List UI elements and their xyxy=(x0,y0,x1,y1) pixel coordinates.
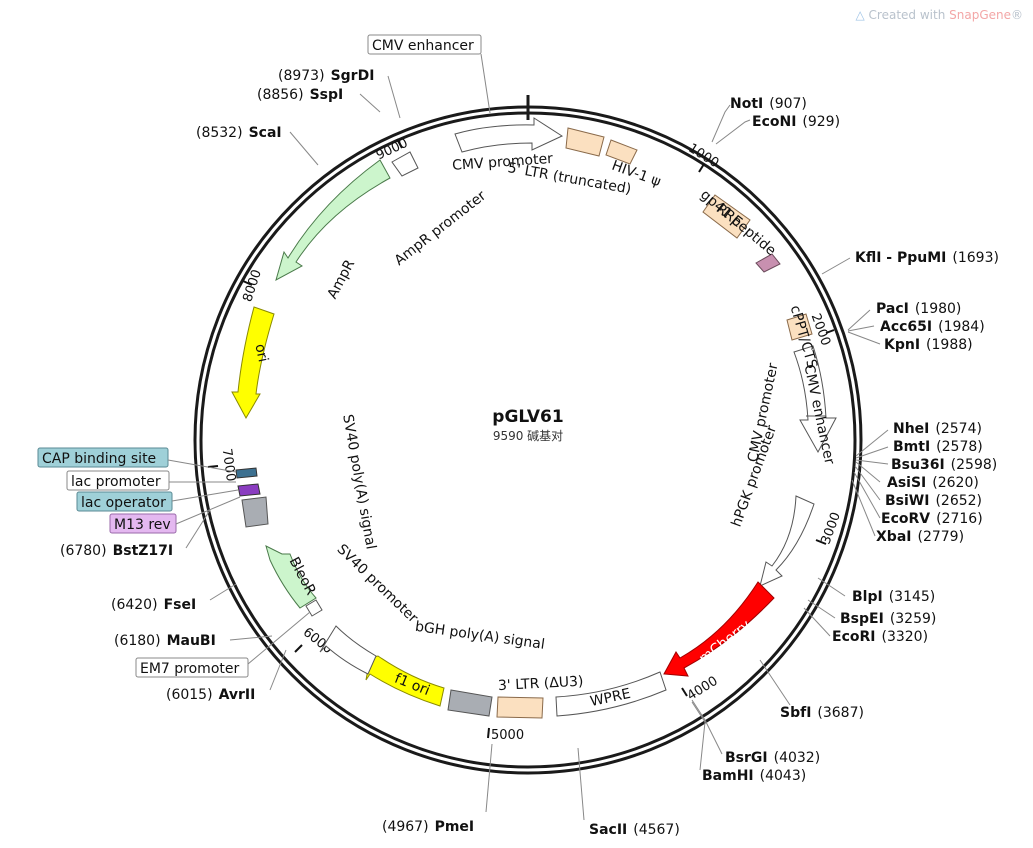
m13-rev-box: M13 rev xyxy=(109,496,241,534)
site-sacii: SacII(4567) xyxy=(589,822,680,838)
ampr-label: AmpR xyxy=(325,257,359,302)
watermark-prefix: Created with xyxy=(868,8,950,22)
site-ecorv: EcoRV(2716) xyxy=(881,511,983,527)
site-leaders xyxy=(185,75,889,821)
site-asisi: AsiSI(2620) xyxy=(887,475,979,491)
watermark-brand: SnapGene xyxy=(949,8,1011,22)
m13-rev-label: M13 rev xyxy=(114,517,171,533)
feature-5ltr[interactable] xyxy=(565,127,605,157)
feature-cmv-promoter[interactable] xyxy=(454,117,564,153)
site-scai: (8532)ScaI xyxy=(196,125,282,141)
tick-label-4000: 4000 xyxy=(685,674,721,704)
feature-bleor[interactable]: BleoR xyxy=(265,545,319,609)
site-fsei: (6420)FseI xyxy=(111,597,196,613)
feature-lac-operator[interactable] xyxy=(237,483,261,497)
snapgene-logo-icon: △ xyxy=(855,8,865,22)
ori-label: ori xyxy=(251,343,270,364)
feature-bgh-polya[interactable] xyxy=(447,689,493,717)
lac-promoter-label: lac promoter xyxy=(71,474,161,490)
site-noti: NotI(907) xyxy=(730,96,807,112)
feature-gp41[interactable] xyxy=(755,253,781,273)
em7-promoter-box: EM7 promoter xyxy=(135,611,311,678)
site-bstz17i: (6780)BstZ17I xyxy=(60,543,173,559)
site-nhei: NheI(2574) xyxy=(893,421,982,437)
bgh-polya-label: bGH poly(A) signal xyxy=(414,619,546,653)
site-econi: EcoNI(929) xyxy=(752,114,840,130)
site-paci: PacI(1980) xyxy=(876,301,961,317)
feature-ori[interactable]: ori xyxy=(231,306,275,420)
cmv-promoter-label: CMV promoter xyxy=(452,151,554,174)
site-kpni: KpnI(1988) xyxy=(884,337,973,353)
feature-cmv-enhancer-promoter[interactable] xyxy=(793,345,837,454)
sv40-polya-label: SV40 poly(A) signal xyxy=(339,413,378,550)
feature-hpgk-promoter[interactable] xyxy=(759,495,815,587)
site-bsrgi: BsrGI(4032) xyxy=(725,750,820,766)
site-maubi: (6180)MauBI xyxy=(114,633,216,649)
feature-ampr[interactable] xyxy=(275,159,391,282)
site-bamhi: BamHI(4043) xyxy=(702,768,806,784)
cap-binding-label: CAP binding site xyxy=(42,451,156,467)
em7-promoter-label: EM7 promoter xyxy=(140,661,239,677)
gp41-label: gp41 peptide xyxy=(697,187,779,259)
plasmid-length: 9590 碱基对 xyxy=(493,429,563,443)
lac-operator-box: lac operator xyxy=(76,489,239,512)
site-bmti: BmtI(2578) xyxy=(893,439,983,455)
tick-7000: 7000 xyxy=(207,448,238,483)
feature-mcherry[interactable]: mCherry xyxy=(663,581,775,677)
lac-promoter-box: lac promoter xyxy=(66,470,236,491)
cmv-enhancer-top-label: CMV enhancer xyxy=(372,38,474,54)
site-blpi: BlpI(3145) xyxy=(852,589,935,605)
watermark-suffix: ® xyxy=(1011,8,1023,22)
site-bsu36i: Bsu36I(2598) xyxy=(891,457,997,473)
site-sspi: (8856)SspI xyxy=(257,87,343,103)
cmv-enhancer2-label: CMV enhancer xyxy=(800,363,837,466)
watermark: △ Created with SnapGene® xyxy=(855,8,1023,22)
cmv-enhancer-top-box: CMV enhancer xyxy=(367,34,491,114)
feature-f1-ori[interactable]: f1 ori xyxy=(365,655,445,707)
feature-cap-binding[interactable] xyxy=(235,467,258,479)
feature-ampr-promoter[interactable] xyxy=(391,151,419,177)
tick-4000: 4000 xyxy=(681,674,721,704)
tick-label-5000: 5000 xyxy=(491,728,524,743)
feature-cppt[interactable] xyxy=(786,313,813,341)
sv40-promoter-label: SV40 promoter xyxy=(334,541,421,626)
tick-5000: 5000 xyxy=(487,727,524,743)
site-avrii: (6015)AvrII xyxy=(166,687,255,703)
feature-hiv1-psi[interactable] xyxy=(605,139,638,165)
tick-label-7000: 7000 xyxy=(219,448,238,483)
ampr-promoter-label: AmpR promoter xyxy=(392,188,490,269)
site-bsiwi: BsiWI(2652) xyxy=(885,493,982,509)
feature-sv40-polya[interactable] xyxy=(241,496,269,528)
site-xbai: XbaI(2779) xyxy=(876,529,964,545)
site-acc65i: Acc65I(1984) xyxy=(880,319,985,335)
feature-3ltr[interactable] xyxy=(496,696,544,719)
tick-label-8000: 8000 xyxy=(240,268,264,304)
tick-8000: 8000 xyxy=(240,268,264,304)
site-ecori: EcoRI(3320) xyxy=(832,629,928,645)
tick-1000: 1000 xyxy=(685,141,721,173)
site-pmei: (4967)PmeI xyxy=(382,819,474,835)
site-bspei: BspEI(3259) xyxy=(840,611,936,627)
site-sgrdi: (8973)SgrDI xyxy=(278,68,374,84)
ltr3-label: 3' LTR (ΔU3) xyxy=(498,674,584,694)
site-sbfi: SbfI(3687) xyxy=(780,705,864,721)
cap-binding-box: CAP binding site xyxy=(37,447,237,473)
site-kfli: KflI - PpuMI(1693) xyxy=(855,250,999,266)
lac-operator-label: lac operator xyxy=(81,495,166,511)
feature-sv40-promoter[interactable] xyxy=(319,625,377,675)
plasmid-name: pGLV61 xyxy=(492,407,563,427)
